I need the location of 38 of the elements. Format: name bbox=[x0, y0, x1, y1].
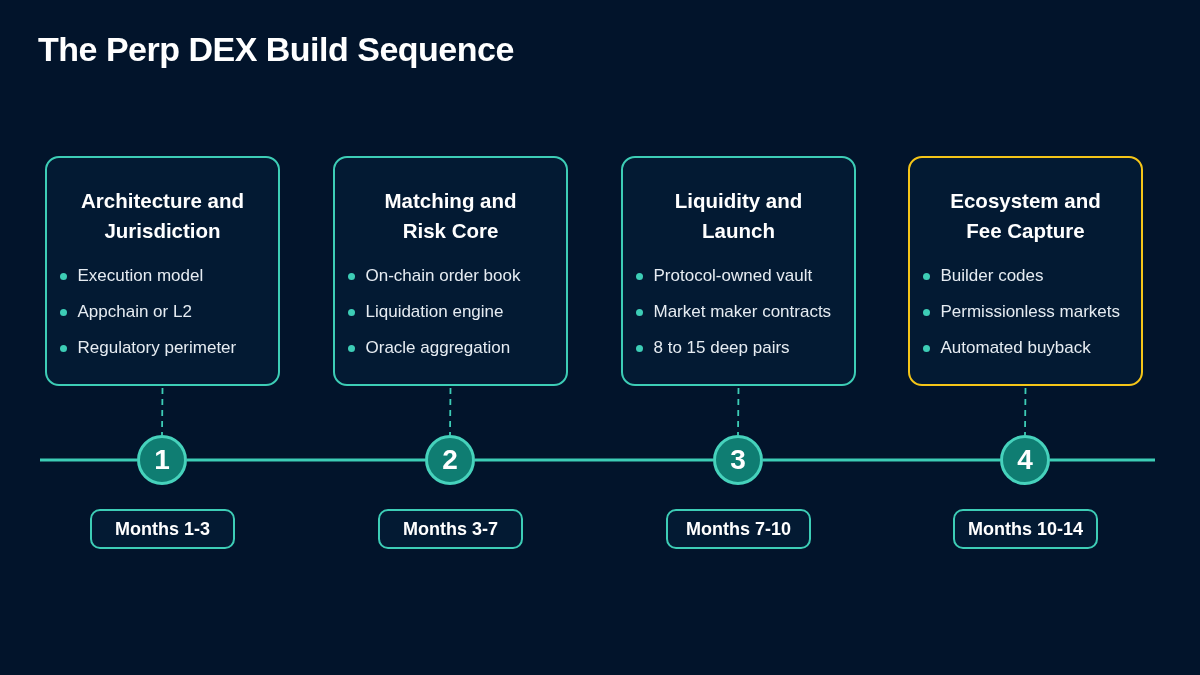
bullet-item: Appchain or L2 bbox=[59, 294, 258, 330]
phase-card bbox=[908, 156, 1143, 386]
bullet-item: On-chain order book bbox=[347, 258, 546, 294]
duration-label: Months 3-7 bbox=[378, 509, 523, 549]
timeline-line bbox=[763, 458, 1000, 462]
bullet-item: Builder codes bbox=[922, 258, 1121, 294]
phase-card bbox=[621, 156, 856, 386]
dashed-connector bbox=[161, 387, 164, 436]
dashed-connector bbox=[737, 387, 740, 436]
step-number-circle: 3 bbox=[713, 435, 763, 485]
bullet-item: Permissionless markets bbox=[922, 294, 1121, 330]
timeline-line bbox=[40, 458, 137, 462]
timeline-line bbox=[475, 458, 713, 462]
card-heading: Architecture and Jurisdiction bbox=[80, 188, 245, 244]
phase-card bbox=[45, 156, 280, 386]
bullet-item: 8 to 15 deep pairs bbox=[635, 330, 834, 366]
dashed-connector bbox=[1024, 387, 1027, 436]
bullet-item: Automated buyback bbox=[922, 330, 1121, 366]
bullet-item: Oracle aggregation bbox=[347, 330, 546, 366]
duration-label: Months 10-14 bbox=[953, 509, 1098, 549]
bullet-item: Liquidation engine bbox=[347, 294, 546, 330]
timeline-line bbox=[1050, 458, 1155, 462]
dashed-connector bbox=[449, 387, 452, 436]
step-number-circle: 2 bbox=[425, 435, 475, 485]
bullet-item: Regulatory perimeter bbox=[59, 330, 258, 366]
card-heading: Liquidity and Launch bbox=[673, 188, 804, 244]
bullet-item: Execution model bbox=[59, 258, 258, 294]
phase-card bbox=[333, 156, 568, 386]
bullet-item: Protocol-owned vault bbox=[635, 258, 834, 294]
bullet-item: Market maker contracts bbox=[635, 294, 834, 330]
card-heading: Ecosystem and Fee Capture bbox=[949, 188, 1102, 244]
duration-label: Months 1-3 bbox=[90, 509, 235, 549]
timeline-line bbox=[187, 458, 425, 462]
card-heading: Matching and Risk Core bbox=[383, 188, 518, 244]
step-number-circle: 4 bbox=[1000, 435, 1050, 485]
step-number-circle: 1 bbox=[137, 435, 187, 485]
diagram-title: The Perp DEX Build Sequence bbox=[38, 30, 514, 69]
duration-label: Months 7-10 bbox=[666, 509, 811, 549]
